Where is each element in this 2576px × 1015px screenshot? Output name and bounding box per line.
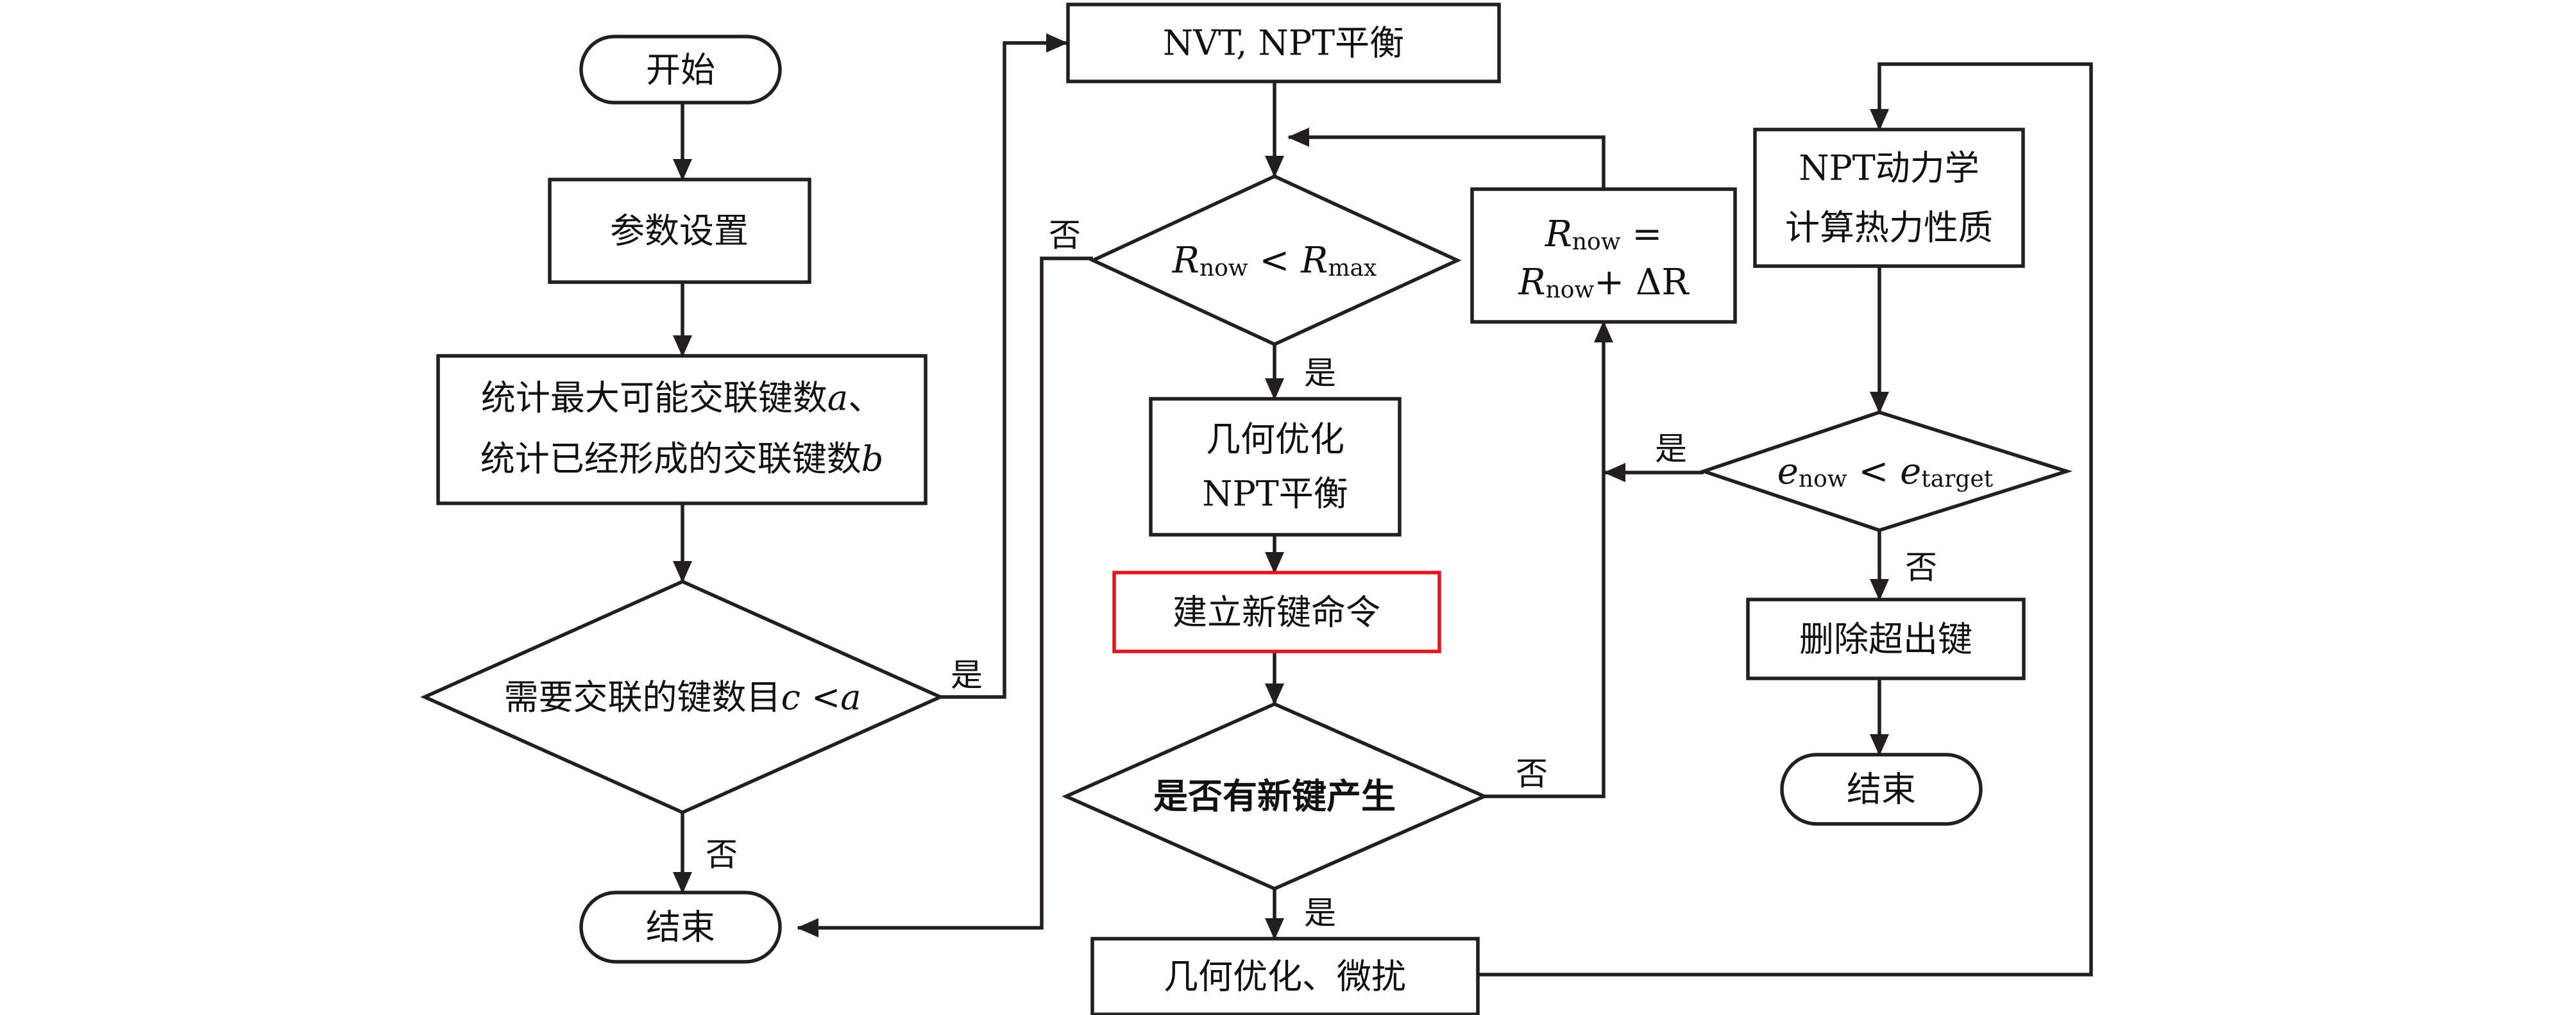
edge-label-rmax-no: 否 (1049, 217, 1081, 254)
new-bond-cmd-label: 建立新键命令 (1173, 592, 1380, 633)
geo-opt-line2: NPT平衡 (1202, 474, 1348, 514)
end-right-label: 结束 (1847, 769, 1916, 810)
rmax-condition: Rnow < Rmax (1172, 240, 1377, 281)
param-setup-label: 参数设置 (610, 211, 749, 251)
etarget-decision: enow < etarget (1698, 410, 2073, 532)
edge-label-etarget-no: 否 (1905, 549, 1937, 586)
arrow-check-no-to-update (1484, 321, 1613, 798)
update-r-box: Rnow = Rnow+ ΔR (1470, 187, 1737, 324)
arrow-opt2-to-nptdyn (1478, 62, 2093, 977)
new-bond-check-label: 是否有新键产生 (1153, 776, 1396, 817)
npt-dynamics-line1: NPT动力学 (1799, 148, 1979, 189)
edge-label-newbond-no: 否 (1516, 755, 1548, 793)
stat-box: 统计最大可能交联键数a、 统计已经形成的交联键数b (436, 354, 928, 505)
edge-label-rmax-yes: 是 (1304, 355, 1336, 392)
delete-bond-label: 删除超出键 (1799, 619, 1972, 660)
etarget-condition: enow < etarget (1777, 451, 1994, 492)
geo-opt-perturb-box: 几何优化、微扰 (1090, 937, 1480, 1015)
edge-label-newbond-yes: 是 (1304, 894, 1336, 932)
update-r-line1: Rnow = (1545, 214, 1663, 255)
new-bond-cmd-box: 建立新键命令 (1112, 571, 1441, 653)
arrow-update-to-rmax (1287, 128, 1606, 189)
need-crosslink-decision: 需要交联的键数目c <a (420, 579, 945, 815)
edge-labels: 是 否 否 是 否 是 是 否 (706, 217, 1937, 932)
new-bond-decision: 是否有新键产生 (1062, 701, 1489, 891)
nvt-npt-label: NVT, NPT平衡 (1163, 23, 1404, 63)
start-label: 开始 (646, 50, 715, 90)
geo-opt-line1: 几何优化 (1206, 419, 1344, 460)
arrow-need-yes-to-nvt (940, 33, 1068, 699)
start-terminal: 开始 (579, 35, 782, 105)
stat-line1: 统计最大可能交联键数a、 (481, 378, 883, 418)
rmax-decision: Rnow < Rmax (1089, 174, 1462, 347)
connectors (673, 33, 2093, 977)
npt-dynamics-box: NPT动力学 计算热力性质 (1753, 128, 2025, 268)
stat-line2: 统计已经形成的交联键数b (480, 439, 884, 479)
end-terminal-right: 结束 (1780, 753, 1983, 826)
edge-label-need-yes: 是 (951, 657, 983, 694)
edge-label-etarget-yes: 是 (1655, 430, 1687, 467)
need-crosslink-label: 需要交联的键数目c <a (504, 677, 861, 717)
update-r-line2: Rnow+ ΔR (1518, 262, 1690, 303)
geo-opt-perturb-label: 几何优化、微扰 (1164, 957, 1406, 997)
end-terminal-left: 结束 (579, 891, 782, 964)
nvt-npt-box: NVT, NPT平衡 (1066, 3, 1501, 83)
param-setup-box: 参数设置 (548, 178, 811, 284)
geo-opt-npt-box: 几何优化 NPT平衡 (1149, 397, 1402, 537)
npt-dynamics-line2: 计算热力性质 (1785, 208, 1993, 248)
edge-label-need-no: 否 (706, 836, 738, 873)
arrow-rmax-no-to-end (797, 256, 1093, 937)
delete-bond-box: 删除超出键 (1746, 598, 2026, 680)
end-left-label: 结束 (646, 907, 715, 948)
